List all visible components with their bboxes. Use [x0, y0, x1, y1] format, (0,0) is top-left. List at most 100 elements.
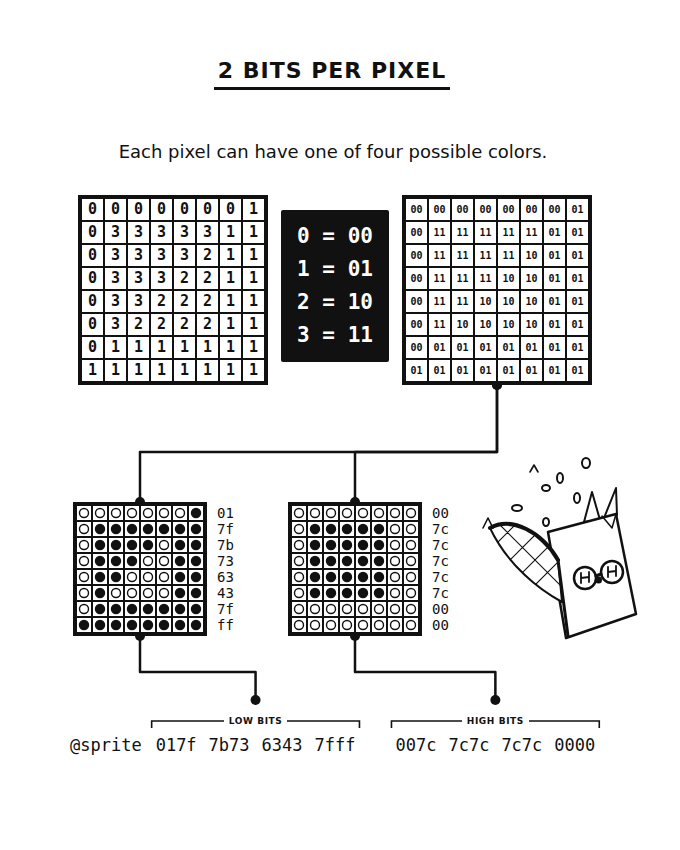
mascot-eye: [581, 572, 589, 583]
binary-value: 11: [525, 228, 537, 238]
bit-circle: [112, 509, 121, 518]
flying-bit: [542, 485, 550, 491]
pixel-value: 3: [134, 271, 143, 286]
hex-byte: ff: [217, 618, 234, 632]
bit-dot: [340, 570, 354, 584]
binary-value-cell: 01: [567, 268, 588, 289]
binary-value-cell: 01: [452, 337, 473, 358]
hex-word: 7c7c: [501, 735, 542, 755]
bit-circle: [112, 573, 121, 582]
bit-cell: [356, 586, 370, 600]
bit-circle: [80, 541, 89, 550]
bit-dot: [292, 554, 306, 568]
pixel-value: 1: [88, 363, 97, 378]
bit-dot: [141, 570, 155, 584]
hex-byte: 7c: [432, 570, 449, 584]
bit-dot: [93, 570, 107, 584]
binary-value-cell: 01: [567, 314, 588, 335]
pixel-value-cell: 1: [151, 337, 172, 358]
bit-cell: [324, 538, 338, 552]
pixel-value-cell: 1: [105, 360, 126, 381]
binary-value-cell: 11: [429, 245, 450, 266]
binary-value: 00: [410, 251, 422, 261]
bit-dot: [292, 618, 306, 632]
pixel-value: 1: [134, 340, 143, 355]
pixel-value: 1: [226, 271, 235, 286]
bit-dot: [292, 602, 306, 616]
bit-cell: [189, 602, 203, 616]
bit-dot: [93, 554, 107, 568]
bit-circle: [391, 621, 400, 630]
bit-circle: [343, 509, 352, 518]
bit-dot: [292, 586, 306, 600]
bit-circle: [295, 557, 304, 566]
bit-circle: [128, 509, 137, 518]
bit-cell: [173, 506, 187, 520]
bit-circle: [327, 621, 336, 630]
bit-circle: [295, 541, 304, 550]
pixel-value: 1: [249, 317, 258, 332]
bit-circle: [295, 605, 304, 614]
bit-circle: [311, 621, 320, 630]
pixel-value-cell: 0: [82, 268, 103, 289]
bit-cell: [308, 506, 322, 520]
hex-byte: 7f: [217, 602, 234, 616]
bit-circle: [192, 525, 201, 534]
bit-circle: [144, 509, 153, 518]
bit-circle: [192, 621, 201, 630]
binary-value-cell: 10: [475, 314, 496, 335]
pixel-value-cell: 1: [220, 360, 241, 381]
bit-cell: [388, 554, 402, 568]
pixel-value-cell: 1: [128, 337, 149, 358]
binary-value: 11: [479, 274, 491, 284]
pixel-value: 1: [226, 248, 235, 263]
binary-value-cell: 00: [429, 199, 450, 220]
pixel-value-cell: 2: [197, 314, 218, 335]
pixel-value-cell: 1: [243, 199, 264, 220]
bit-circle: [176, 557, 185, 566]
bit-cell: [340, 618, 354, 632]
bit-cell: [340, 570, 354, 584]
bit-cell: [109, 506, 123, 520]
bit-dot: [77, 522, 91, 536]
binary-value-cell: 00: [406, 314, 427, 335]
bit-dot: [77, 554, 91, 568]
bit-circle: [359, 605, 368, 614]
bit-circle: [311, 605, 320, 614]
junction-dot: [251, 695, 261, 705]
pixel-value-cell: 3: [151, 268, 172, 289]
pixel-value: 0: [88, 294, 97, 309]
bit-circle: [343, 557, 352, 566]
bit-circle: [128, 621, 137, 630]
bit-cell: [308, 538, 322, 552]
bit-cell: [308, 602, 322, 616]
binary-value: 00: [548, 205, 560, 215]
binary-value: 10: [479, 297, 491, 307]
bit-cell: [404, 618, 418, 632]
flying-bit: [557, 473, 563, 483]
connector-group: [135, 380, 502, 705]
binary-value: 00: [410, 343, 422, 353]
bit-dot: [93, 506, 107, 520]
mascot-eye: [608, 566, 616, 577]
binary-value-cell: 00: [406, 222, 427, 243]
binary-value-cell: 01: [475, 337, 496, 358]
binary-value-cell: 11: [429, 268, 450, 289]
pixel-value: 1: [157, 340, 166, 355]
pixel-value: 0: [88, 317, 97, 332]
pixel-value-cell: 1: [220, 291, 241, 312]
bit-circle: [407, 573, 416, 582]
key-entry: 0 = 00: [297, 220, 373, 253]
bit-dot: [157, 570, 171, 584]
binary-value-cell: 00: [521, 199, 542, 220]
binary-value: 01: [502, 343, 514, 353]
bit-circle: [96, 589, 105, 598]
bit-dot: [372, 506, 386, 520]
bit-cell: [141, 538, 155, 552]
pixel-value: 0: [180, 202, 189, 217]
bit-dot: [404, 554, 418, 568]
bit-circle: [311, 541, 320, 550]
pixel-value-cell: 1: [220, 222, 241, 243]
pixel-value-cell: 3: [128, 245, 149, 266]
binary-value: 00: [410, 320, 422, 330]
